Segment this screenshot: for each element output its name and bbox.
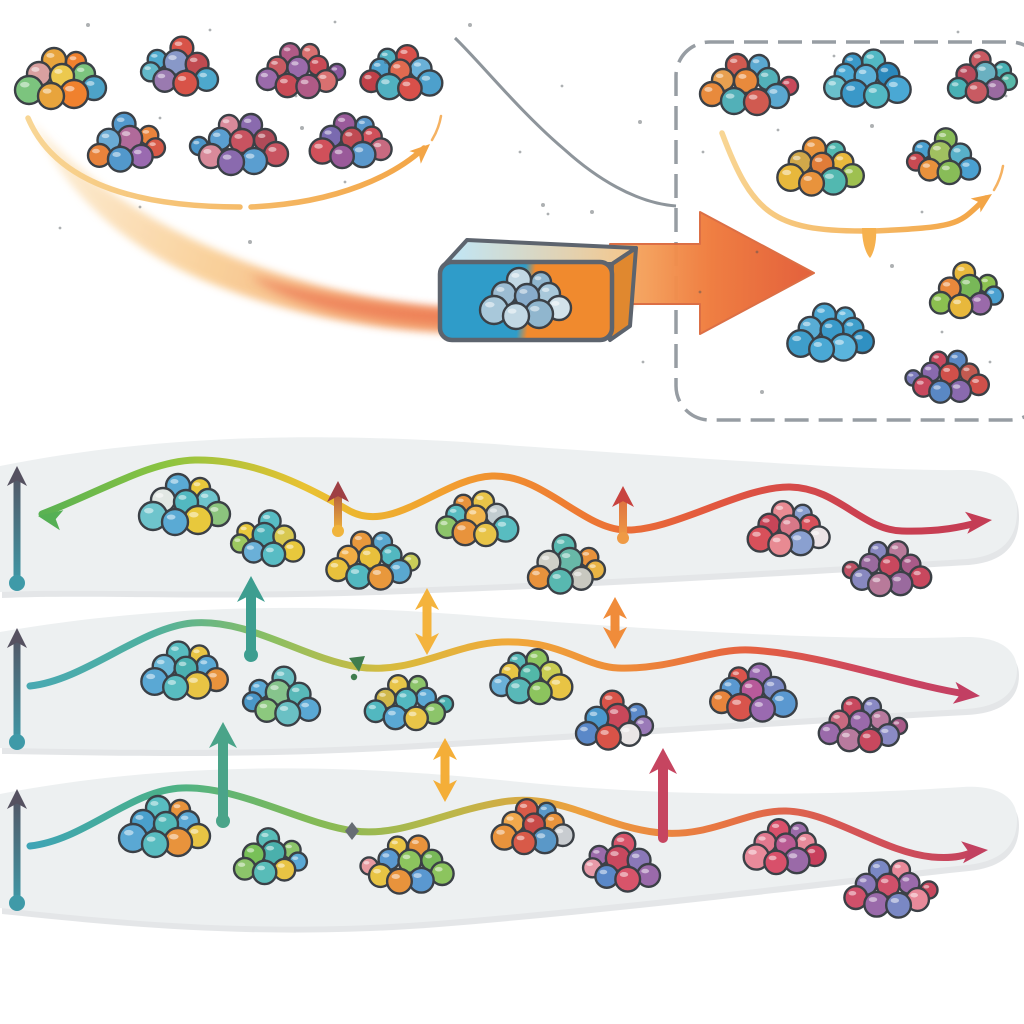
molecule-cluster <box>140 640 229 701</box>
molecule-cluster <box>841 539 933 598</box>
molecule-cluster <box>13 46 108 111</box>
molecule-cluster <box>581 831 662 893</box>
molecule-cluster <box>229 509 306 568</box>
molecule-cluster <box>817 695 909 754</box>
band-axis-arrow-icon <box>7 789 27 911</box>
molecule-cluster <box>489 648 574 706</box>
band-transition-arrow-icon <box>649 748 677 843</box>
molecule-cluster <box>574 689 655 751</box>
molecule-cluster <box>904 349 990 404</box>
molecule-cluster <box>776 136 865 197</box>
molecule-cluster <box>478 266 573 331</box>
coarse-grain-box <box>437 238 638 343</box>
target-ensemble-panel-border <box>674 40 1024 422</box>
sweep-arc-icon <box>25 114 443 210</box>
molecule-cluster <box>490 798 575 856</box>
molecule-cluster <box>746 500 831 558</box>
molecule-cluster <box>698 52 800 117</box>
molecule-cluster <box>86 111 167 173</box>
molecule-cluster <box>232 827 309 886</box>
trajectory-line <box>26 784 980 861</box>
molecule-cluster <box>308 111 393 170</box>
source-ensemble-group <box>13 35 444 210</box>
molecule-cluster <box>117 794 212 859</box>
molecule-cluster <box>526 533 607 595</box>
band-exchange-arrow-icon <box>415 588 439 655</box>
trajectory-line <box>38 456 984 535</box>
separator-curve <box>453 36 677 208</box>
molecule-cluster <box>139 35 220 97</box>
molecule-cluster <box>435 490 520 548</box>
inter-band-arrows <box>209 576 677 843</box>
molecule-cluster <box>843 858 939 919</box>
trajectory-band-1 <box>0 437 1019 598</box>
molecule-cluster <box>137 472 232 537</box>
trajectory-band-3 <box>0 768 1019 933</box>
molecule-cluster <box>708 662 798 723</box>
fluctuation-arrow-icon <box>327 481 349 537</box>
molecule-cluster <box>325 530 421 591</box>
molecule-cluster <box>359 44 444 102</box>
molecule-cluster <box>241 665 322 727</box>
trajectory-node-icon <box>345 822 359 840</box>
trajectory-line <box>26 619 970 698</box>
speckle-dots <box>58 20 1008 394</box>
band-transition-arrow-icon <box>237 576 265 662</box>
band-transition-arrow-icon <box>209 722 237 828</box>
molecule-cluster <box>188 112 290 177</box>
trajectory-band-2 <box>0 597 1019 756</box>
molecule-cluster <box>255 41 347 100</box>
molecule-cluster <box>786 302 875 363</box>
exchange-arrow-icon <box>603 597 627 649</box>
molecule-cluster <box>363 673 455 732</box>
band-axis-arrow-icon <box>7 628 27 750</box>
molecule-cluster <box>928 261 1005 320</box>
band-exchange-arrow-icon <box>433 738 457 802</box>
target-ensemble-group <box>698 48 1019 404</box>
molecule-cluster <box>822 48 912 109</box>
band-axis-arrow-icon <box>7 466 27 591</box>
cg-molecule <box>478 266 573 331</box>
molecule-cluster <box>359 834 455 895</box>
molecule-cluster <box>905 127 982 186</box>
molecule-cluster <box>742 818 827 876</box>
trajectory-node-icon <box>349 656 365 681</box>
molecule-cluster <box>946 48 1019 104</box>
sweep-arc-icon <box>719 130 1005 258</box>
fluctuation-arrow-icon <box>612 486 634 544</box>
